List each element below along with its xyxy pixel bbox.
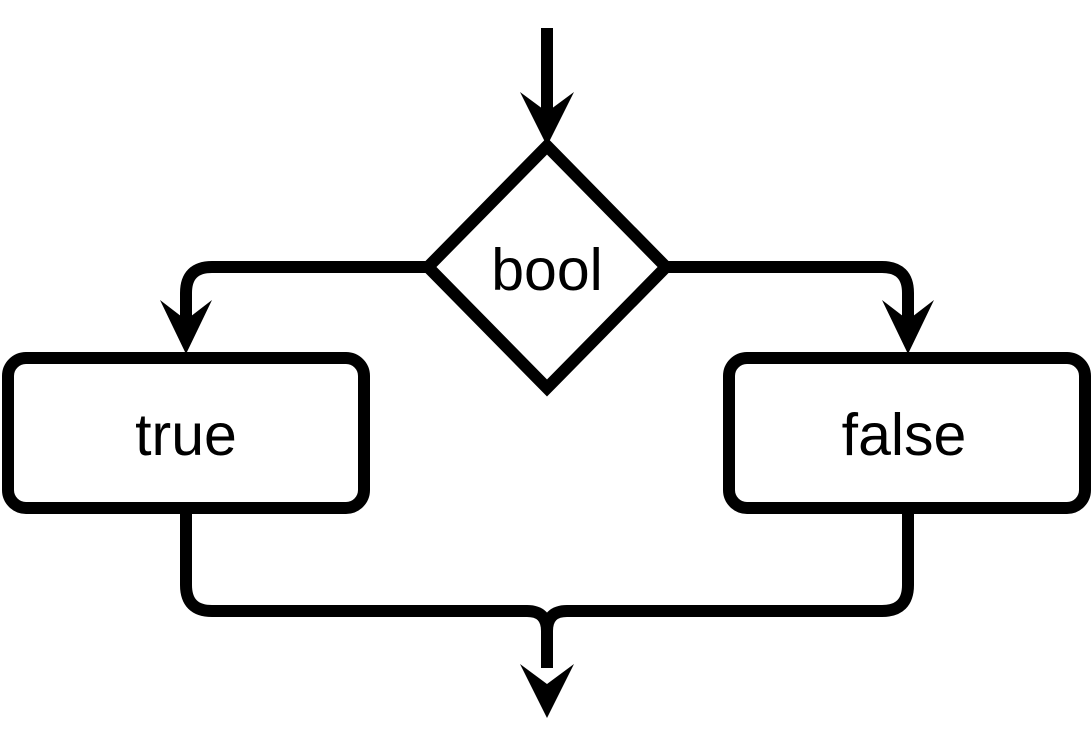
decision-diamond [419,137,675,397]
true-branch-line [180,261,428,322]
exit-arrowhead [520,664,574,718]
false-branch [666,261,934,354]
false-box [723,352,1091,514]
merge-connector [180,514,914,718]
merge-right-line [541,514,914,632]
true-branch-arrowhead [160,300,212,354]
true-node: true [2,352,370,514]
merge-left-line [180,514,553,668]
false-branch-arrowhead [882,300,934,354]
entry-arrow [520,28,574,146]
true-branch [160,261,428,354]
false-label: false [842,402,967,468]
decision-label: bool [491,237,603,303]
true-box [2,352,370,514]
entry-arrowhead [520,92,574,146]
true-label: true [135,402,237,468]
false-node: false [723,352,1091,514]
false-branch-line [666,261,914,322]
decision-node: bool [419,137,675,397]
